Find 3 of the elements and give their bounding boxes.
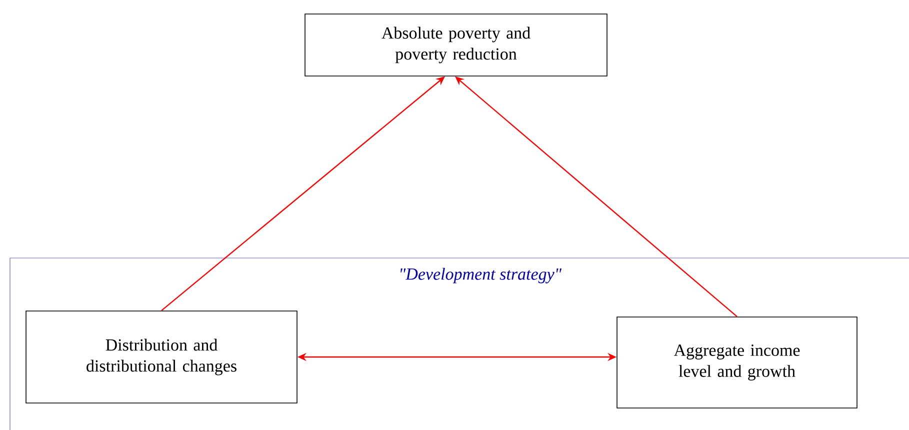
text-box: Aggregate income level and growth (616, 316, 858, 408)
text-box: Distribution and distributional changes (26, 310, 298, 404)
text-box: Absolute poverty and poverty reduction (304, 14, 608, 76)
